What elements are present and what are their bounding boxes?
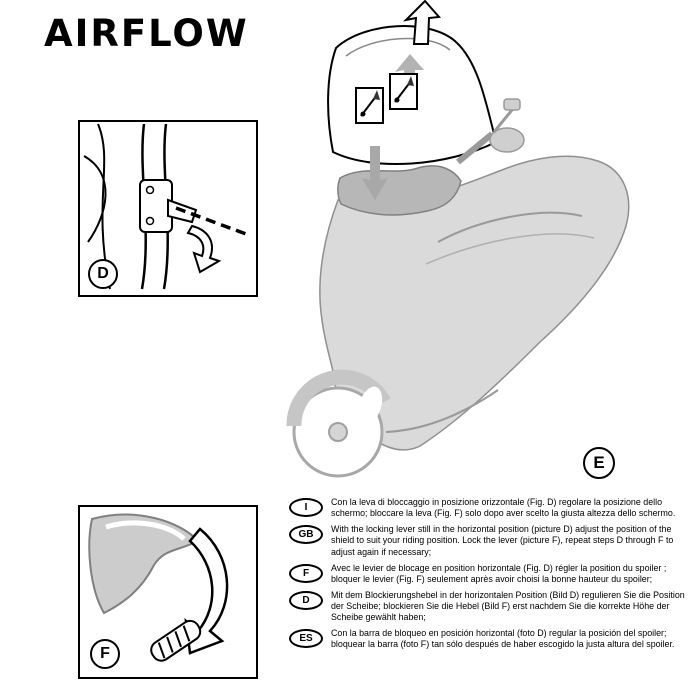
footboard-line	[385, 389, 499, 433]
instruction-row-fr: F Avec le levier de blocage en position …	[289, 563, 691, 585]
horizontal-guide-dashed-line	[175, 206, 247, 236]
figure-f-label: F	[90, 639, 120, 669]
mirror-stalk	[492, 109, 514, 133]
lang-badge-es: ES	[289, 629, 323, 649]
cable-line-2	[83, 155, 107, 243]
scooter-illustration	[286, 0, 630, 478]
fork-gap	[357, 386, 383, 426]
bolt-bottom	[145, 216, 155, 226]
seat-line	[437, 211, 583, 243]
scooter-body	[319, 155, 630, 451]
spoiler	[337, 165, 462, 216]
figure-d-label: D	[88, 259, 118, 289]
figure-f-box: F	[78, 505, 258, 679]
rotate-arrow-icon	[186, 224, 222, 274]
wheel-hub	[328, 422, 348, 442]
mini-pivot	[394, 97, 400, 103]
lang-badge-de: D	[289, 590, 323, 610]
instruction-row-it: I Con la leva di bloccaggio in posizione…	[289, 497, 691, 519]
instruction-text-it: Con la leva di bloccaggio in posizione o…	[331, 497, 676, 519]
mini-pivot	[360, 111, 366, 117]
locking-lever-striped	[150, 619, 202, 662]
bolt-top	[145, 185, 155, 195]
instruction-text-fr: Avec le levier de blocage en position ho…	[331, 562, 667, 584]
body-contour-line	[425, 233, 595, 265]
rotate-down-arrow-icon	[184, 527, 229, 655]
mini-arrow-icon	[373, 90, 380, 100]
windscreen-inner-edge	[345, 37, 451, 57]
instruction-row-gb: GB With the locking lever still in the h…	[289, 524, 691, 557]
figure-f-illustration	[88, 513, 229, 662]
up-arrow-icon	[402, 0, 442, 45]
lang-badge-gb: GB	[289, 525, 323, 545]
instructions-list: I Con la leva di bloccaggio in posizione…	[289, 497, 691, 651]
instruction-row-es: ES Con la barra de bloqueo en posición h…	[289, 628, 691, 650]
lang-badge-it: I	[289, 498, 323, 517]
brand-logo: AIRFLOW	[44, 12, 249, 55]
mirror	[503, 98, 521, 111]
down-arrow-icon	[362, 146, 388, 200]
lock-detail-left	[355, 87, 384, 124]
figure-d-box: D	[78, 120, 258, 297]
instruction-text-de: Mit dem Blockierungshebel in der horizon…	[331, 589, 685, 623]
instruction-row-de: D Mit dem Blockierungshebel in der horiz…	[289, 590, 691, 623]
handguard	[489, 127, 525, 153]
handlebar	[456, 131, 494, 165]
lock-detail-right	[389, 73, 418, 110]
figure-e-label: E	[583, 447, 615, 479]
mini-arrow-icon	[407, 76, 414, 86]
figure-d-illustration	[83, 123, 247, 290]
windscreen-highlight	[105, 520, 186, 541]
instruction-text-es: Con la barra de bloqueo en posición hori…	[331, 628, 675, 650]
instruction-text-gb: With the locking lever still in the hori…	[331, 524, 674, 557]
lang-badge-fr: F	[289, 563, 323, 583]
windscreen-edge	[88, 513, 200, 615]
lever-body	[150, 619, 202, 662]
